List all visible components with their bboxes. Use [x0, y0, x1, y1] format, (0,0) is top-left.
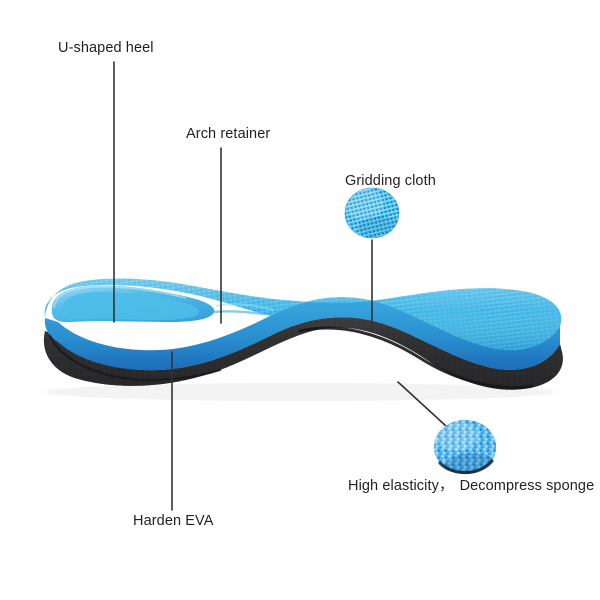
insole-ground-shadow [45, 383, 555, 401]
insole-forefoot-dark-edge [298, 326, 534, 390]
leader-lines [113, 61, 447, 511]
u-shaped-heel-rim-highlight [53, 286, 187, 309]
gridding-cloth-swatch [344, 187, 400, 239]
arch-retainer-highlight [215, 303, 275, 311]
decompress-sponge-swatch [434, 420, 496, 475]
harden-eva-base-texture [43, 317, 563, 390]
sponge-bottom-shadow [438, 459, 494, 475]
callout-label-high-elasticity: High elasticity， [348, 478, 454, 494]
callout-label-decompress-sponge: High elasticity， Decompress sponge [348, 478, 594, 495]
leader-decompress-sponge [397, 381, 447, 427]
arch-retainer-ridge [213, 310, 273, 317]
insole-heel-dark-edge [48, 334, 222, 382]
u-shaped-heel-inner [61, 291, 200, 320]
callout-label-decompress-sponge-text: Decompress sponge [459, 478, 595, 494]
callout-label-arch-retainer: Arch retainer [186, 126, 271, 142]
insole-body [43, 278, 563, 401]
insole-top-surface-shading [44, 278, 562, 350]
callout-label-gridding-cloth: Gridding cloth [345, 173, 436, 189]
callout-label-u-shaped-heel: U-shaped heel [58, 40, 154, 56]
callout-label-harden-eva: Harden EVA [133, 513, 214, 529]
insole-side-wall [44, 297, 560, 371]
